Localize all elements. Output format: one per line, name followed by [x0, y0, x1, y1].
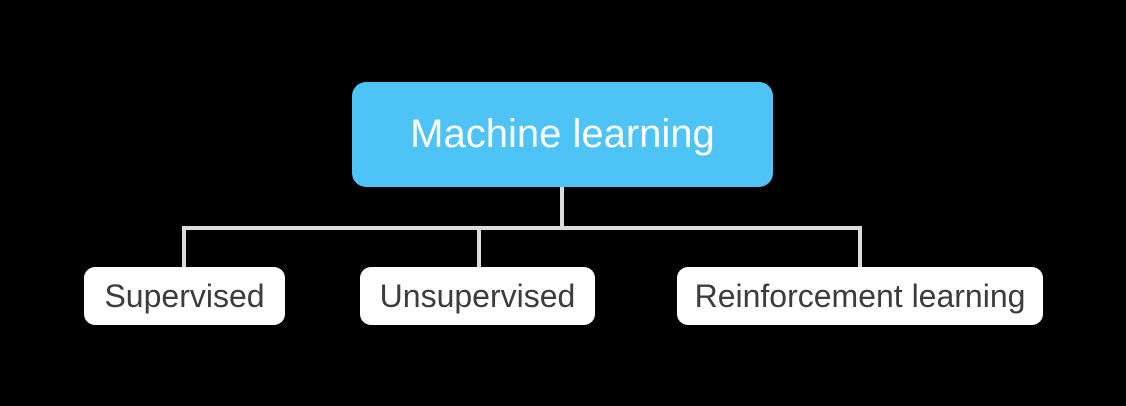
node-supervised[interactable]: Supervised — [84, 267, 285, 325]
node-machine-learning[interactable]: Machine learning — [352, 82, 773, 187]
connector-drop-supervised — [182, 226, 186, 267]
node-reinforcement-learning-label: Reinforcement learning — [694, 277, 1026, 314]
node-machine-learning-label: Machine learning — [410, 112, 715, 156]
node-unsupervised-label: Unsupervised — [379, 277, 576, 314]
connector-drop-unsupervised — [477, 226, 481, 267]
connector-root-stem — [560, 187, 564, 226]
node-unsupervised[interactable]: Unsupervised — [360, 267, 595, 325]
node-supervised-label: Supervised — [104, 277, 265, 314]
node-reinforcement-learning[interactable]: Reinforcement learning — [677, 267, 1043, 325]
connector-drop-reinforcement — [858, 226, 862, 267]
connector-horizontal-bar — [182, 226, 862, 230]
